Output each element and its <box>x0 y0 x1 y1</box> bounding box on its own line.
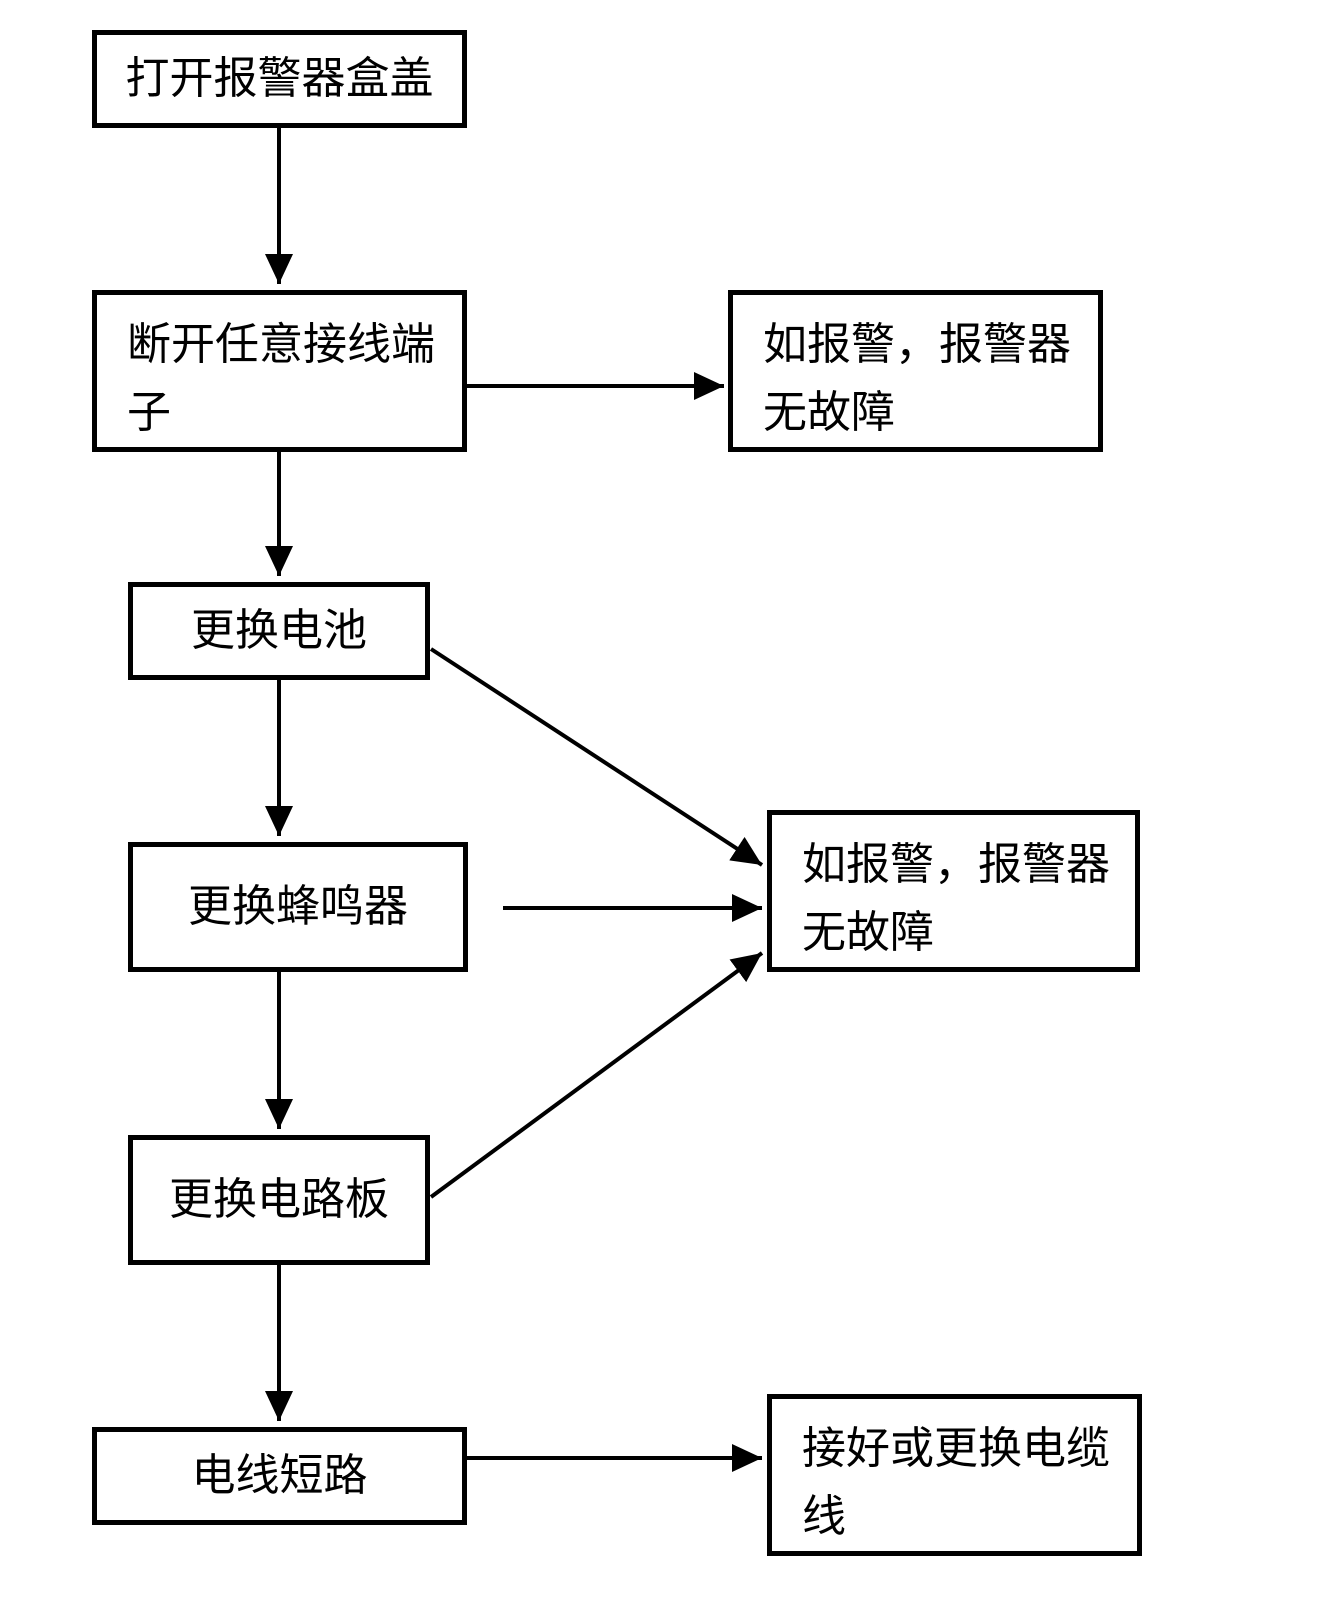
node-open-cover-label: 打开报警器盒盖 <box>125 53 434 103</box>
arrow-battery-to-alarm-ok-mid <box>429 647 764 867</box>
node-replace-buzzer: 更换蜂鸣器 <box>128 842 468 972</box>
node-alarm-ok-mid: 如报警，报警器无故障 <box>767 810 1140 972</box>
node-disconnect-terminal-label: 断开任意接线端子 <box>127 320 435 437</box>
node-alarm-ok-top-label: 如报警，报警器无故障 <box>763 320 1071 437</box>
node-replace-battery: 更换电池 <box>128 582 430 680</box>
node-replace-circuit-board-label: 更换电路板 <box>169 1174 389 1224</box>
node-disconnect-terminal: 断开任意接线端子 <box>92 290 467 452</box>
node-replace-buzzer-label: 更换蜂鸣器 <box>188 881 408 931</box>
node-alarm-ok-mid-label: 如报警，报警器无故障 <box>802 840 1110 957</box>
node-fix-cable: 接好或更换电缆线 <box>767 1394 1142 1556</box>
node-wire-short-label: 电线短路 <box>191 1450 368 1500</box>
node-wire-short: 电线短路 <box>92 1427 467 1525</box>
arrow-circuit-board-to-alarm-ok-mid <box>429 951 764 1199</box>
node-fix-cable-label: 接好或更换电缆线 <box>802 1424 1110 1541</box>
node-alarm-ok-top: 如报警，报警器无故障 <box>728 290 1103 452</box>
node-replace-battery-label: 更换电池 <box>191 605 367 655</box>
node-open-cover: 打开报警器盒盖 <box>92 30 467 128</box>
node-replace-circuit-board: 更换电路板 <box>128 1135 430 1265</box>
